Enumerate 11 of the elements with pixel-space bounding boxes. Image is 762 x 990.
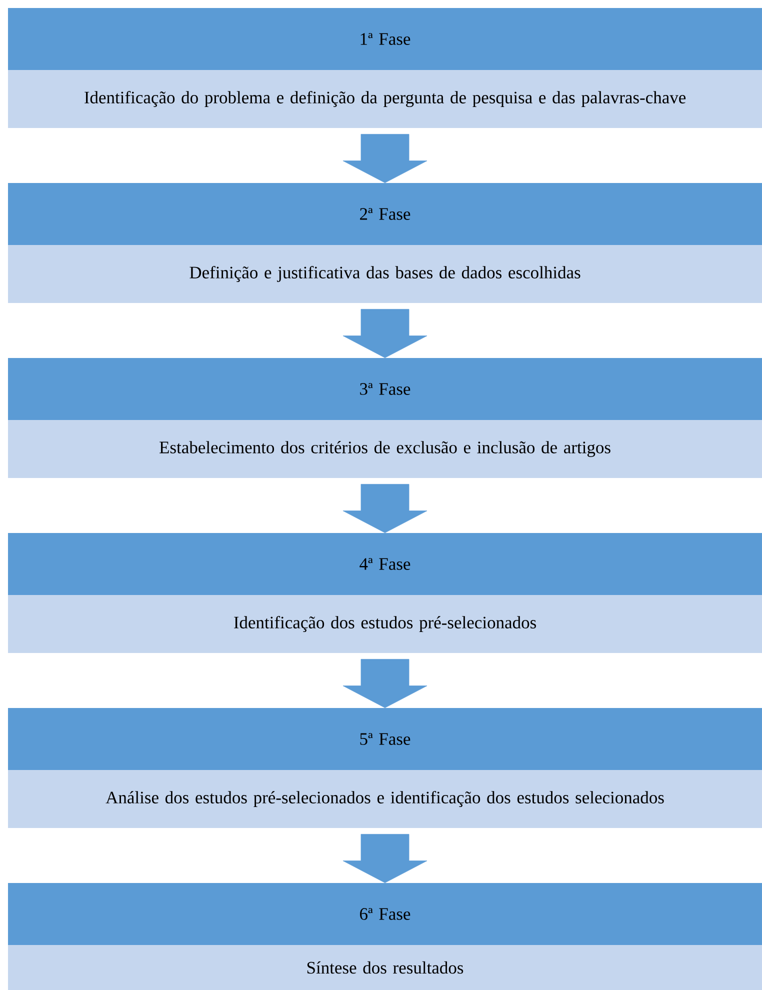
phase-box: 4ª Fase Identificação dos estudos pré-selecionados [8,533,762,653]
block-arrow [342,484,428,533]
phase-box: 3ª Fase Estabelecimento dos critérios de exclusão e inclusão de artigos [8,358,762,478]
phase-box: 5ª Fase Análise dos estudos pré-selecionados e identificação dos estudos selecionados [8,708,762,828]
phase-box: 6ª Fase Síntese dos resultados [8,883,762,990]
block-arrow [342,134,428,183]
block-arrow [342,309,428,358]
phase-box: 1ª Fase Identificação do problema e definição da pergunta de pesquisa e das palavras-chave [8,8,762,128]
phase-box: 2ª Fase Definição e justificativa das bases de dados escolhidas [8,183,762,303]
block-arrow [342,659,428,708]
block-arrow [342,834,428,883]
